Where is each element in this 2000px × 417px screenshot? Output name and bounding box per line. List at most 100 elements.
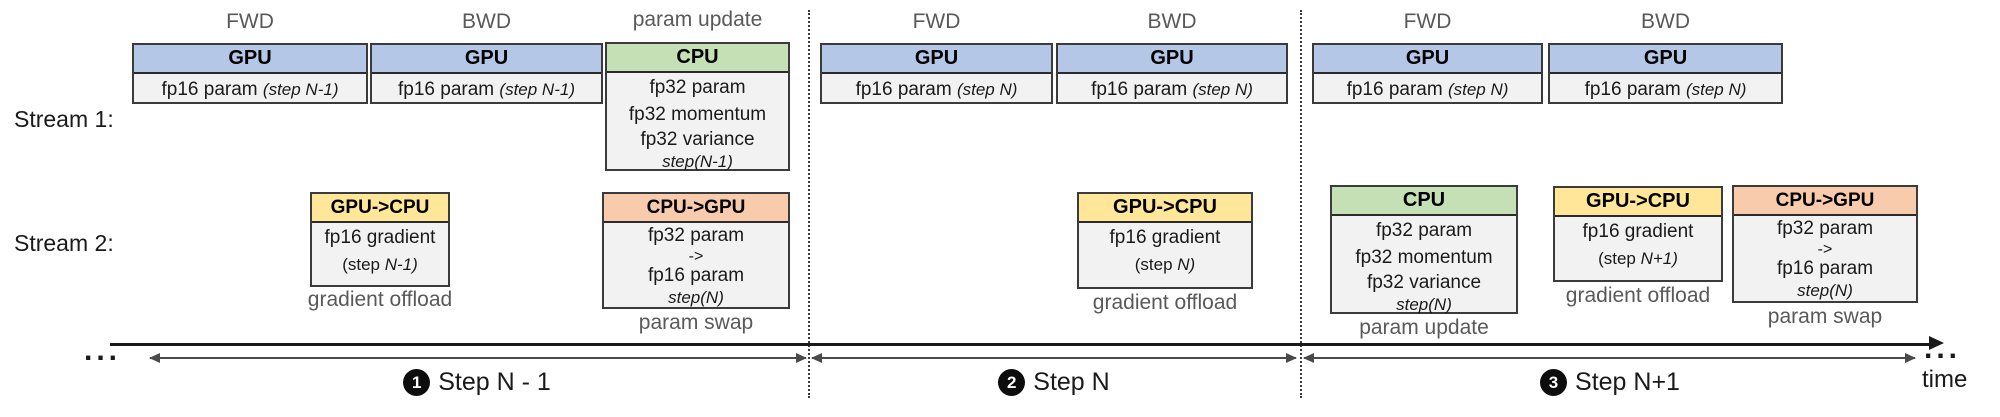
stream1-label: Stream 1:: [14, 106, 114, 132]
step1-range-arrow: [149, 353, 807, 363]
cpu-line: fp32 variance: [640, 129, 755, 150]
s3-bwd-phase-label: BWD: [1641, 10, 1690, 33]
s1-bwd-phase-label: BWD: [462, 10, 511, 33]
s1-param-swap-box: CPU->GPU fp32 param -> fp16 param step(N…: [602, 192, 790, 309]
section-divider-2: [1300, 10, 1302, 398]
swap-arrow-text: ->: [688, 248, 704, 265]
step-note: step(N-1): [662, 152, 733, 171]
s3-gradient-offload-caption: gradient offload: [1565, 284, 1711, 307]
swap-line: fp32 param: [647, 225, 745, 246]
s1-fwd-gpu-box: GPU fp16 param (step N-1): [132, 43, 368, 104]
s3-bwd-gpu-box: GPU fp16 param (step N): [1548, 43, 1783, 104]
step-note: (step N-1): [262, 80, 339, 99]
step-note: (step N): [1192, 80, 1253, 99]
param-text: fp16 param: [1346, 79, 1443, 100]
s2-fwd-gpu-header: GPU: [822, 45, 1051, 74]
step2-label: Step N: [1033, 367, 1110, 396]
swap-arrow-text: ->: [1817, 241, 1833, 258]
s3-bwd-gpu-body: fp16 param (step N): [1550, 74, 1781, 105]
step-note: (step N): [1447, 80, 1509, 99]
s3-bwd-gpu-header: GPU: [1550, 45, 1781, 74]
s1-bwd-gpu-box: GPU fp16 param (step N-1): [370, 43, 603, 104]
swap-line: fp32 param: [1776, 218, 1874, 239]
step-note: step(N): [668, 288, 724, 307]
s1-param-swap-caption: param swap: [638, 311, 754, 334]
s1-cpu-body: fp32 param fp32 momentum fp32 variance s…: [607, 73, 788, 172]
s2-bwd-phase-label: BWD: [1147, 10, 1197, 33]
step-note: (step N+1): [1555, 246, 1721, 271]
step3-label: Step N+1: [1575, 367, 1680, 396]
s3-cpu-header: CPU: [1332, 187, 1516, 216]
stream2-label: Stream 2:: [14, 230, 114, 256]
s3-param-swap-caption: param swap: [1767, 305, 1883, 328]
s1-gradient-offload-caption: gradient offload: [307, 288, 453, 311]
s1-swap-body: fp32 param -> fp16 param step(N): [604, 223, 788, 308]
cpu-line: fp32 momentum: [1355, 247, 1493, 268]
s2-gradient-offload-box: GPU->CPU fp16 gradient (step N): [1077, 192, 1253, 289]
s3-fwd-gpu-body: fp16 param (step N): [1314, 74, 1541, 105]
step2-tag: 2 Step N: [914, 366, 1194, 398]
s3-fwd-phase-label: FWD: [1403, 10, 1452, 33]
step3-range-arrow: [1303, 353, 1916, 363]
s1-fwd-phase-label: FWD: [226, 10, 274, 33]
step-note-var: N+1): [1640, 249, 1678, 268]
s1-bwd-gpu-body: fp16 param (step N-1): [372, 74, 601, 105]
s3-cpu-body: fp32 param fp32 momentum fp32 variance s…: [1332, 216, 1516, 315]
step-note: (step N): [1079, 252, 1251, 277]
s3-cpu-update-box: CPU fp32 param fp32 momentum fp32 varian…: [1330, 185, 1518, 314]
step-note-var: N): [1177, 255, 1196, 274]
s1-fwd-gpu-header: GPU: [134, 45, 366, 74]
s3-param-swap-box: CPU->GPU fp32 param -> fp16 param step(N…: [1732, 185, 1918, 303]
s1-cpu-update-box: CPU fp32 param fp32 momentum fp32 varian…: [605, 42, 790, 171]
s3-param-update-caption: param update: [1359, 316, 1489, 339]
swap-line: fp16 param: [1776, 258, 1874, 279]
gradient-text: fp16 gradient: [1582, 221, 1694, 242]
step1-badge: 1: [403, 368, 431, 396]
cpu-line: fp32 variance: [1366, 272, 1482, 293]
s2-fwd-gpu-body: fp16 param (step N): [822, 74, 1051, 105]
param-text: fp16 param: [1584, 79, 1681, 100]
ellipsis-left: ...: [84, 334, 122, 367]
param-text: fp16 param: [855, 79, 952, 100]
s3-gpu-to-cpu-header: GPU->CPU: [1555, 188, 1721, 217]
section-divider-1: [808, 10, 810, 398]
s1-cpu-header: CPU: [607, 44, 788, 73]
cpu-line: fp32 param: [649, 77, 746, 98]
step2-badge: 2: [998, 368, 1026, 396]
s2-bwd-gpu-header: GPU: [1058, 45, 1286, 74]
s1-cpu-to-gpu-header: CPU->GPU: [604, 194, 788, 223]
s1-bwd-gpu-header: GPU: [372, 45, 601, 74]
time-axis-label: time: [1922, 366, 1968, 393]
s3-fwd-gpu-header: GPU: [1314, 45, 1541, 74]
step-note: (step N): [956, 80, 1018, 99]
s2-fwd-phase-label: FWD: [912, 10, 961, 33]
s1-gradient-offload-box: GPU->CPU fp16 gradient (step N-1): [310, 192, 450, 287]
step3-badge: 3: [1540, 368, 1568, 396]
step-note-var: N-1): [384, 255, 418, 274]
gradient-text: fp16 gradient: [324, 227, 436, 248]
param-text: fp16 param: [1091, 79, 1188, 100]
step1-tag: 1 Step N - 1: [337, 366, 617, 398]
s1-param-update-label: param update: [632, 8, 763, 31]
s2-fwd-gpu-box: GPU fp16 param (step N): [820, 43, 1053, 104]
step-note-prefix: (step: [342, 255, 385, 274]
s2-gpu-to-cpu-header: GPU->CPU: [1079, 194, 1251, 223]
s1-gpu-to-cpu-header: GPU->CPU: [312, 194, 448, 223]
step-note: step(N): [1396, 295, 1452, 314]
s3-fwd-gpu-box: GPU fp16 param (step N): [1312, 43, 1543, 104]
step-note: step(N): [1797, 281, 1853, 300]
s2-offload-body: fp16 gradient (step N): [1079, 223, 1251, 277]
swap-line: fp16 param: [647, 265, 745, 286]
s3-swap-body: fp32 param -> fp16 param step(N): [1734, 216, 1916, 301]
ellipsis-right: ...: [1924, 332, 1962, 365]
time-axis-arrowhead-icon: [1929, 336, 1944, 350]
s1-fwd-gpu-body: fp16 param (step N-1): [134, 74, 366, 105]
param-text: fp16 param: [161, 79, 258, 100]
s2-gradient-offload-caption: gradient offload: [1092, 291, 1238, 314]
s3-gradient-offload-box: GPU->CPU fp16 gradient (step N+1): [1553, 186, 1723, 282]
step-note: (step N-1): [499, 80, 575, 99]
cpu-line: fp32 momentum: [628, 104, 767, 125]
step-note: (step N-1): [312, 252, 448, 277]
s2-bwd-gpu-box: GPU fp16 param (step N): [1056, 43, 1288, 104]
